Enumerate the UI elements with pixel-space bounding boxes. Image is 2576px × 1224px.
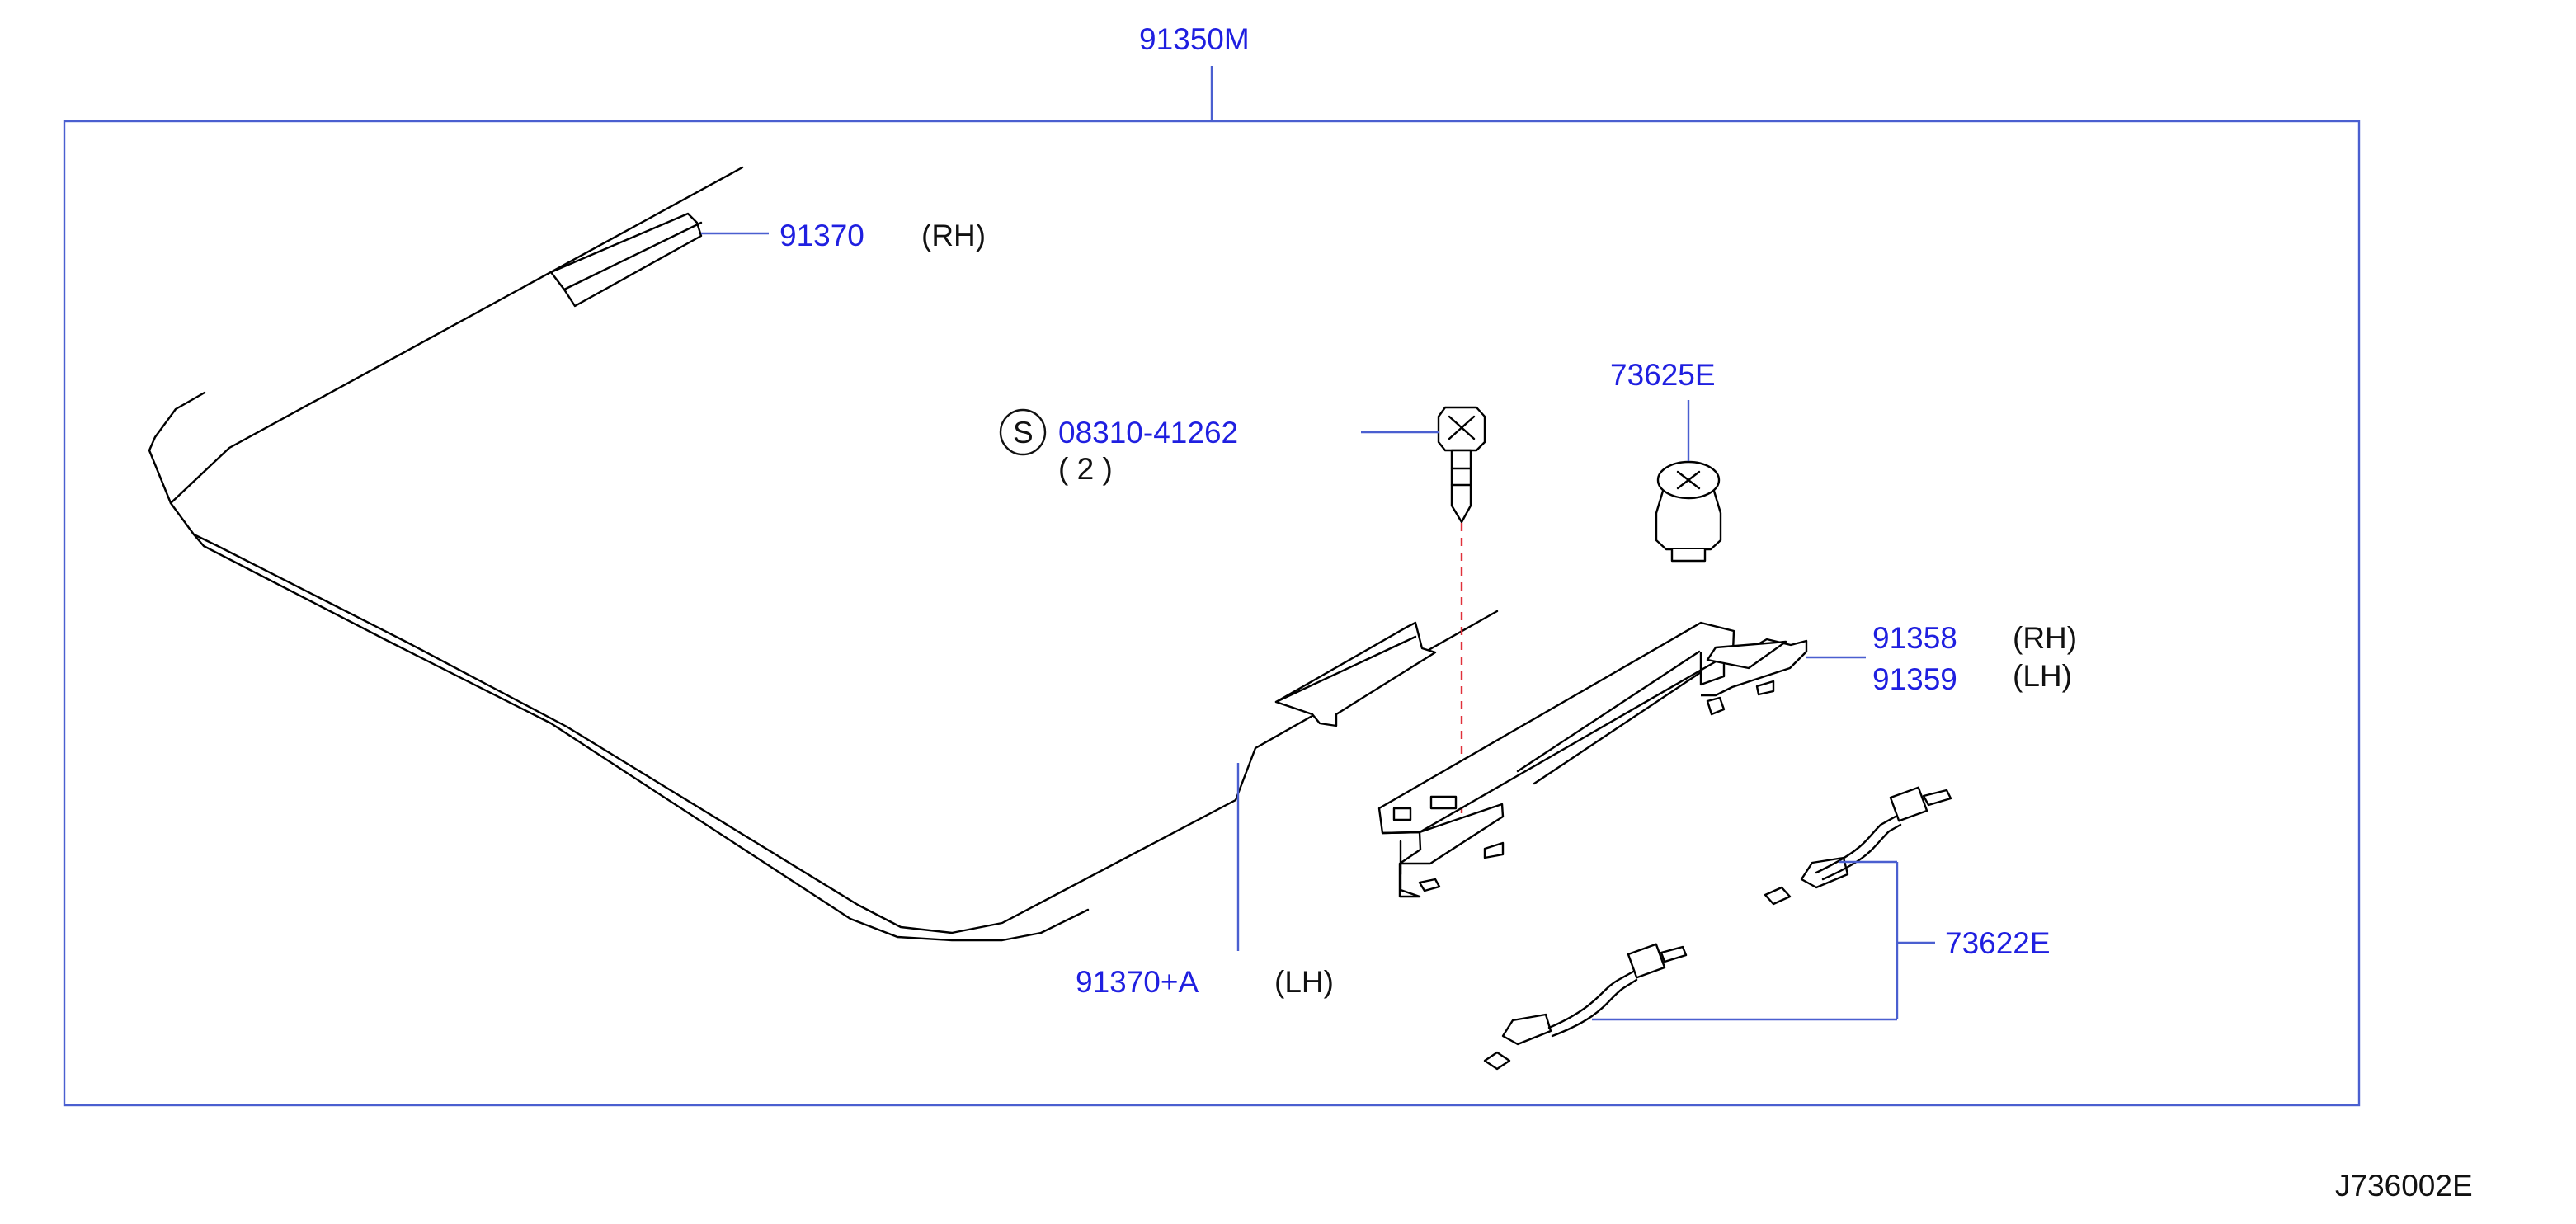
lh-guide-part-number: 91370+A xyxy=(1076,965,1199,999)
rh-guide-part-number: 91370 xyxy=(779,219,864,252)
harness-part-number: 73622E xyxy=(1945,926,2051,960)
diagram-code: J736002E xyxy=(2335,1169,2473,1203)
assembly-part-number: 91350M xyxy=(1139,22,1250,56)
roof-outline xyxy=(148,166,1499,942)
screw-part xyxy=(1437,406,1486,524)
bracket-rh-side-label: (RH) xyxy=(2013,621,2077,655)
screw-symbol-circle xyxy=(999,408,1047,456)
lh-guide-side-label: (LH) xyxy=(1274,965,1334,999)
screw-symbol: S xyxy=(1013,416,1034,450)
cap-part xyxy=(1655,460,1722,563)
rh-guide-side-label: (RH) xyxy=(921,219,986,252)
screw-quantity: ( 2 ) xyxy=(1058,452,1113,486)
bracket-lh-part-number: 91359 xyxy=(1872,662,1957,696)
bracket-lh-side-label: (LH) xyxy=(2013,659,2072,693)
rh-guide-part xyxy=(549,212,703,308)
lh-guide-part xyxy=(1274,621,1437,727)
screw-part-number: 08310-41262 xyxy=(1058,416,1238,450)
cap-part-number: 73625E xyxy=(1610,358,1716,392)
harness-leader-lines xyxy=(1592,860,1935,1021)
bracket-rh-part-number: 91358 xyxy=(1872,621,1957,655)
harness-part xyxy=(1483,786,1952,1071)
bracket-part xyxy=(1377,621,1808,898)
